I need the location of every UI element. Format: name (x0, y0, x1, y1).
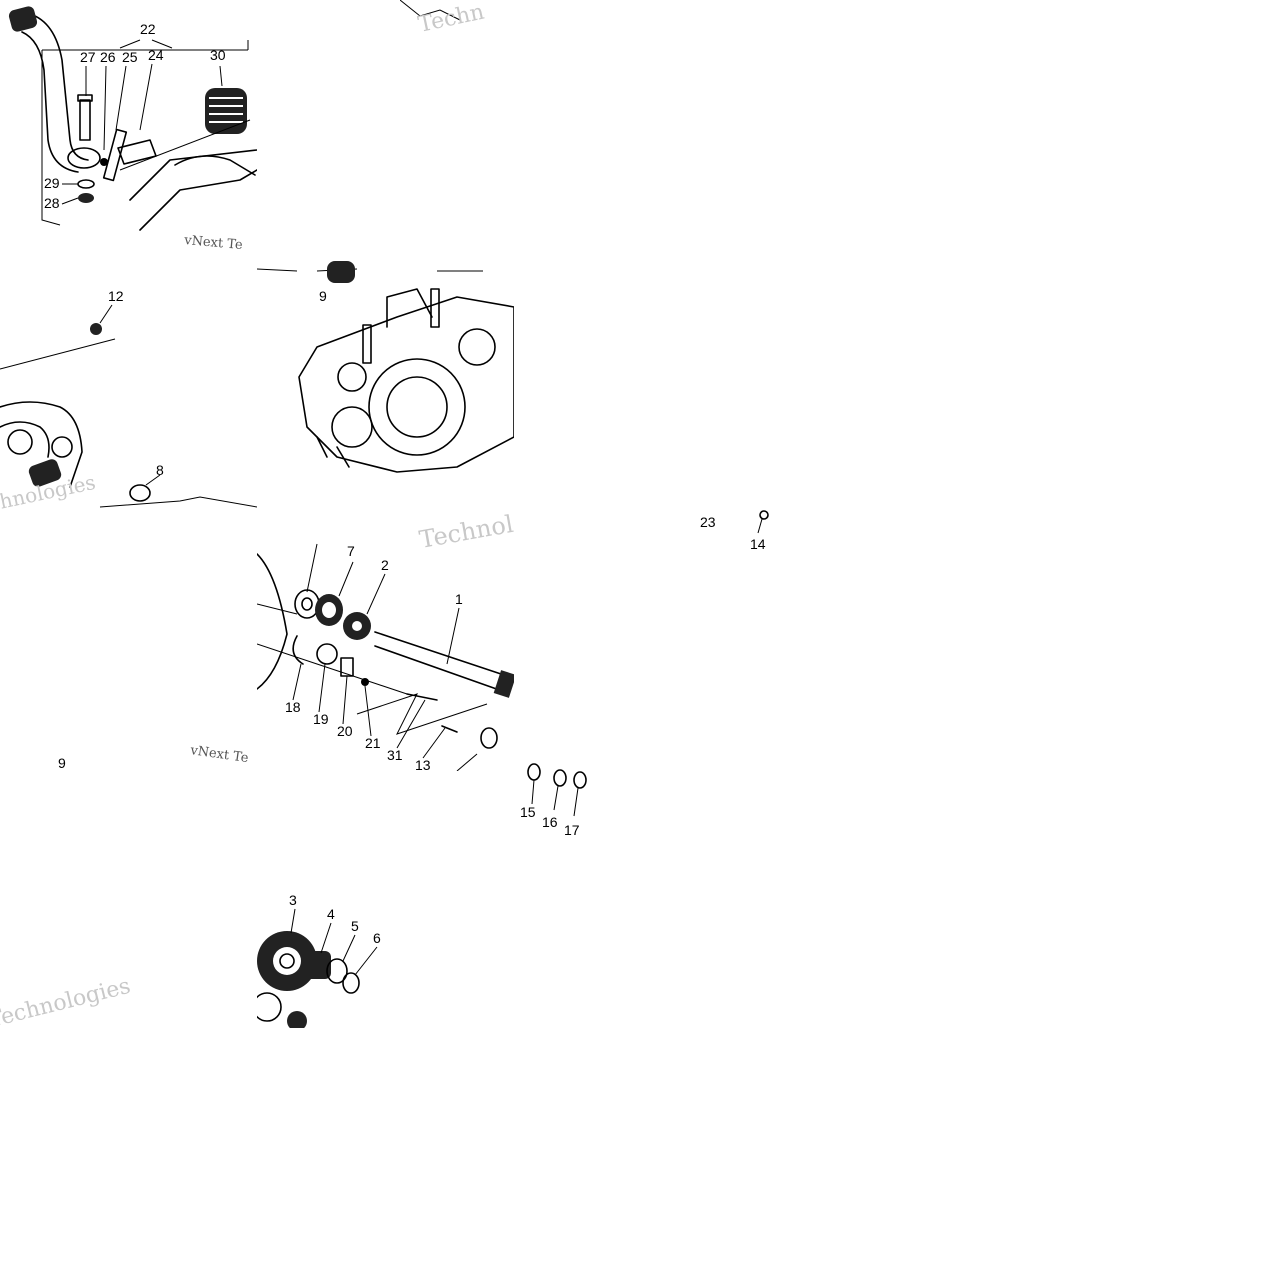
callout-29: 29 (44, 175, 60, 191)
callout-7: 7 (347, 543, 355, 559)
tile-lower-left: Technologies (0, 771, 257, 1028)
callout-2: 2 (381, 557, 389, 573)
callout-28: 28 (44, 195, 60, 211)
callout-21: 21 (365, 735, 381, 751)
callout-12: 12 (108, 288, 124, 304)
callout-19: 19 (313, 711, 329, 727)
callout-18: 18 (285, 699, 301, 715)
callout-15: 15 (520, 804, 536, 820)
tile-kickstarter: 22 27 26 25 24 30 29 28 vNext Te (0, 0, 257, 257)
watermark-text: vNext Te (183, 233, 244, 253)
callout-14: 14 (750, 536, 766, 552)
callout-8: 8 (156, 462, 164, 478)
callout-6: 6 (373, 930, 381, 946)
tile-crankcase-main: 9 (257, 257, 514, 514)
callout-4: 4 (327, 906, 335, 922)
stray-part-14 (757, 510, 769, 534)
callout-26: 26 (100, 49, 116, 65)
tile-upper-left-crankcase: 12 8 chnologies (0, 257, 257, 514)
callout-31: 31 (387, 747, 403, 763)
callout-13: 13 (415, 757, 431, 771)
callout-20: 20 (337, 723, 353, 739)
callout-23: 23 (700, 514, 716, 530)
callout-17: 17 (564, 822, 580, 838)
callout-5: 5 (351, 918, 359, 934)
callout-16: 16 (542, 814, 558, 830)
callout-25: 25 (122, 49, 138, 65)
tile-shaft-assembly: Technologies 7 (257, 514, 514, 771)
callout-1: 1 (455, 591, 463, 607)
tile-gear-set: 3 4 5 6 (257, 771, 514, 1028)
stray-rings (527, 763, 587, 817)
watermark-text: Technologies (0, 974, 133, 1028)
callout-30: 30 (210, 47, 226, 63)
tile-top-partial: Techn (400, 0, 514, 40)
callout-24: 24 (148, 47, 164, 63)
callout-9b: 9 (58, 755, 66, 771)
watermark-text: Technologies (417, 514, 514, 554)
callout-3: 3 (289, 892, 297, 908)
callout-27: 27 (80, 49, 96, 65)
tile-left-lower: 9 vNext Te (0, 514, 257, 771)
svg-text:Techn: Techn (416, 0, 486, 38)
watermark-text: vNext Te (188, 743, 249, 766)
callout-9: 9 (319, 288, 327, 304)
callout-22: 22 (140, 21, 156, 37)
